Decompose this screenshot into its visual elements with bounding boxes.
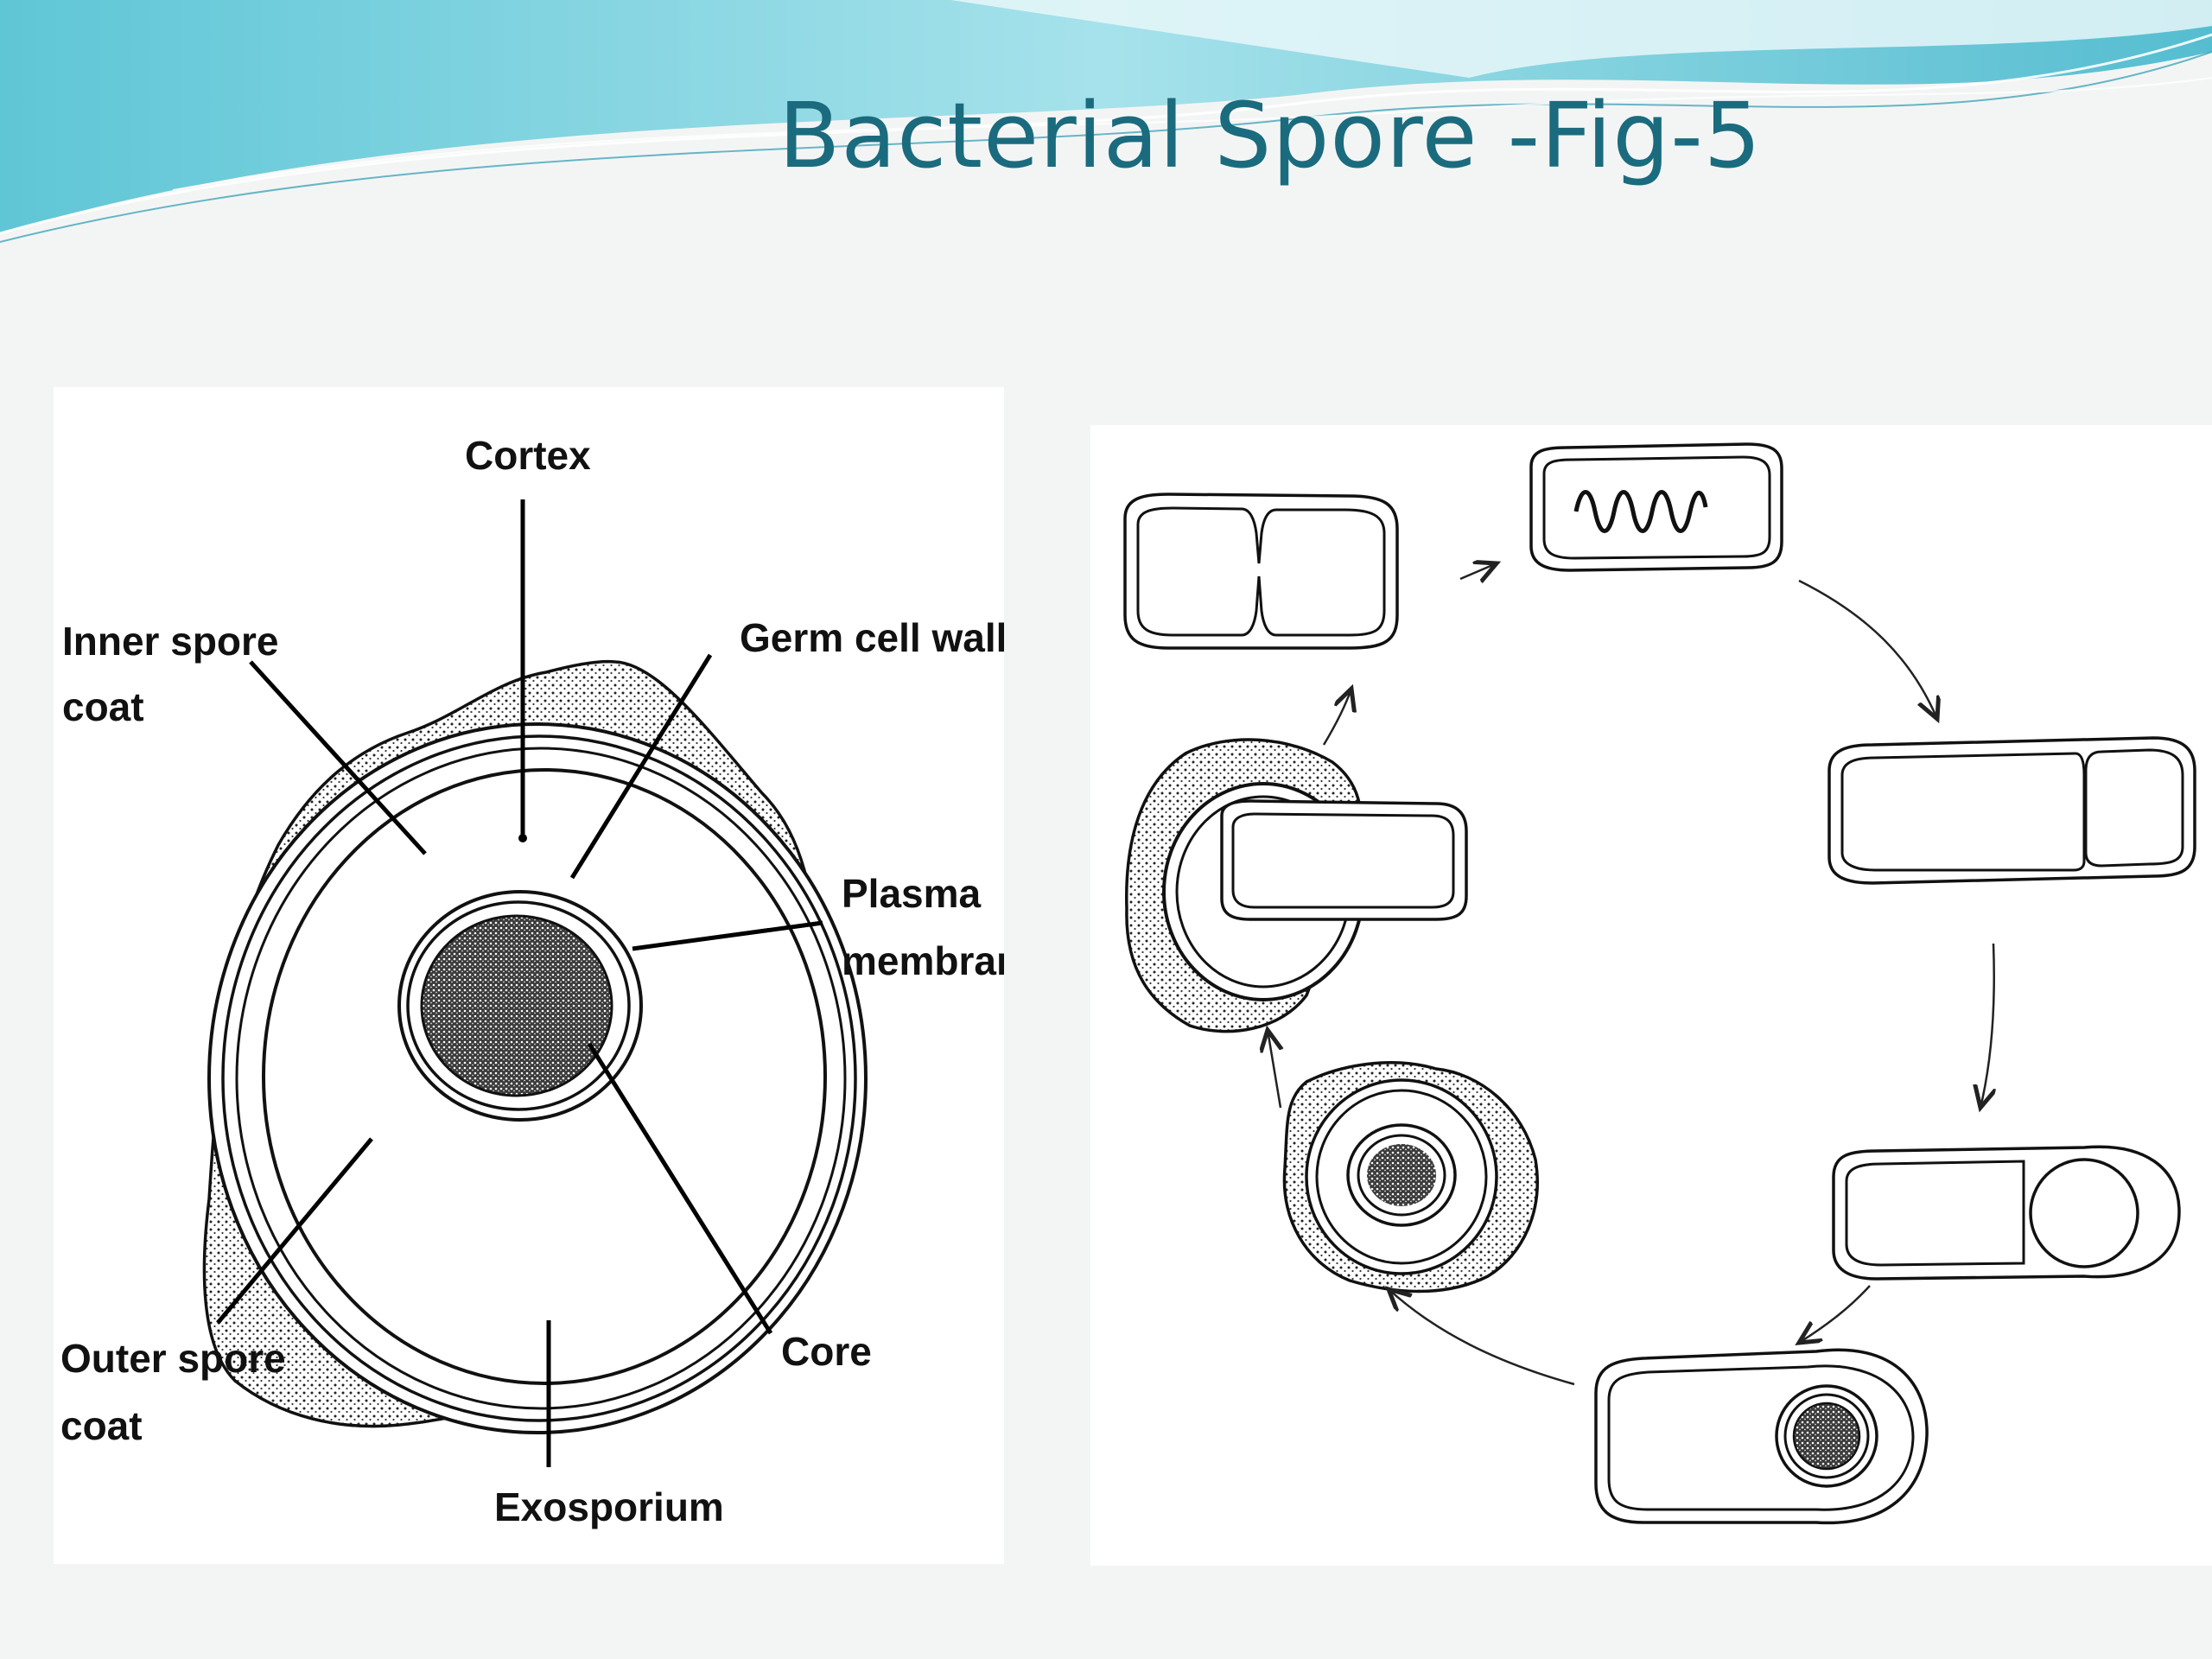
sporulation-cycle-diagram [1123,442,2196,1525]
inner-spore-coat-leader-line [249,660,427,855]
arrow-free-spore-to-germinating [1268,1030,1281,1109]
core-leader-line [587,1042,773,1335]
arrow-dividing-to-vegetative [1459,563,1497,579]
spore-core [420,914,613,1097]
label-outer-spore-coat-line2: coat [60,1403,143,1448]
spore-structure-panel: Cortex Inner spore coat Germ cell wall P… [54,387,1043,1564]
label-germ-cell-wall: Germ cell wall [740,615,1004,660]
stage-mature-spore-in-sporangium [1594,1348,1929,1525]
arrow-mature-to-free-spore [1389,1289,1575,1386]
stage-vegetative-cell [1529,442,1783,572]
stage-dividing-cell [1123,493,1399,650]
spore-coat-inner-ring [235,747,847,1410]
label-plasma-membrane-line1: Plasma [842,871,982,916]
stage-septum-formation [1827,736,2196,885]
plasma-membrane-leader-line [632,920,823,951]
arrow-vegetative-to-septum [1798,579,1937,719]
stage-free-spore [1282,1061,1539,1294]
plasma-membrane-ring [406,900,631,1111]
sporulation-cycle-panel [1090,425,2212,1566]
label-plasma-membrane-line2: membrane [842,938,1004,983]
spore-structure-diagram: Cortex Inner spore coat Germ cell wall P… [60,433,1043,1529]
label-exosporium: Exosporium [494,1484,724,1529]
stage-forespore-engulfment [1832,1145,2181,1281]
arrow-septum-to-engulfment [1980,943,1994,1108]
label-cortex: Cortex [465,433,591,478]
label-inner-spore-coat-line1: Inner spore [62,619,279,664]
arrow-engulfment-to-mature [1799,1285,1871,1343]
label-core: Core [781,1329,872,1374]
inner-spore-coat-ring [221,734,857,1422]
label-inner-spore-coat-line2: coat [62,684,144,729]
slide-title: Bacterial Spore -Fig-5 [779,83,1762,188]
outer-spore-coat-leader-line [216,1137,373,1325]
germ-cell-wall-leader-line [569,653,713,880]
cortex-pointer [518,834,527,842]
stage-germinating-spore [1125,738,1468,1033]
arrow-germinating-to-dividing [1322,689,1351,746]
label-outer-spore-coat-line1: Outer spore [60,1336,286,1381]
